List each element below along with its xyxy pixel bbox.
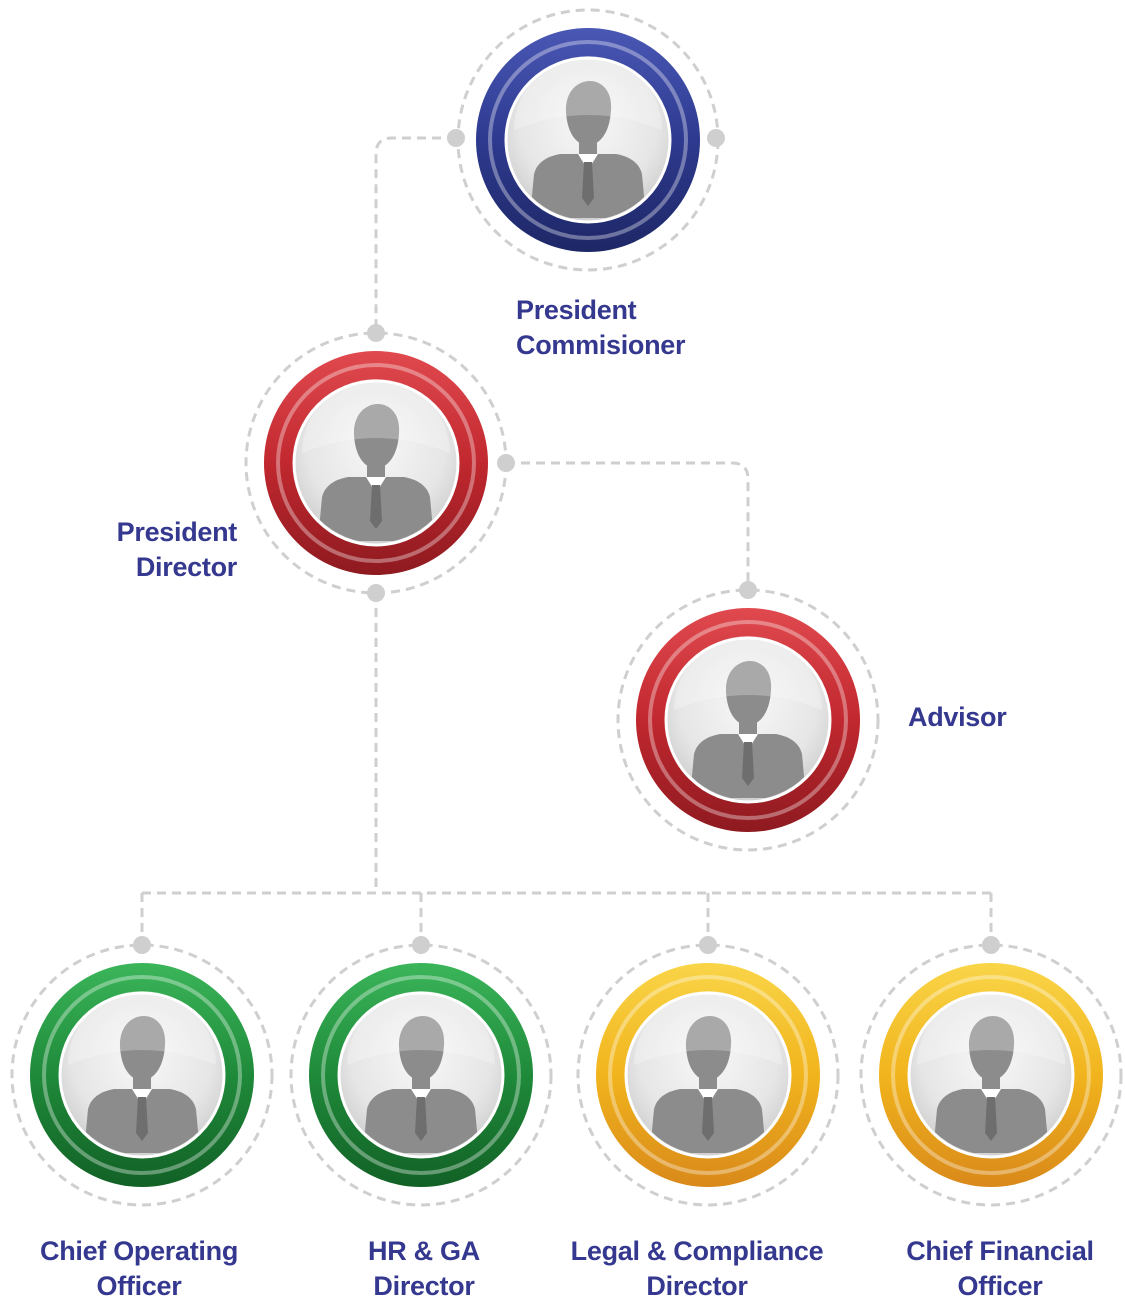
node-ring-bevel	[321, 975, 521, 1175]
node-halo	[859, 943, 1123, 1207]
label-line: Legal & Compliance	[570, 1236, 824, 1266]
node-advisor	[616, 588, 880, 852]
person-silhouette-icon	[84, 1015, 200, 1153]
label-line: Chief Financial	[906, 1236, 1094, 1266]
node-halo	[456, 8, 720, 272]
silhouette-tie	[985, 1097, 997, 1141]
silhouette-neck	[699, 1077, 717, 1091]
silhouette-head	[398, 1015, 445, 1081]
silhouette-head	[968, 1015, 1015, 1081]
silhouette-head	[565, 80, 612, 146]
label-line: Chief Operating	[39, 1236, 239, 1266]
silhouette-neck	[133, 1077, 151, 1091]
silhouette-head	[725, 660, 772, 726]
node-halo	[616, 588, 880, 852]
label-line: HR & GA	[368, 1236, 480, 1266]
connector-dot	[699, 936, 717, 954]
label-hr-ga-director: HR & GA Director	[368, 1234, 480, 1301]
node-gloss	[634, 991, 782, 1065]
label-line: Director	[135, 552, 237, 582]
node-president-commissioner	[456, 8, 720, 272]
label-advisor: Advisor	[908, 700, 1007, 735]
silhouette-tie	[370, 485, 382, 529]
label-line: President	[116, 517, 238, 547]
label-line: Officer	[96, 1271, 182, 1301]
node-ring-bevel	[42, 975, 242, 1175]
label-legal-compliance-director: Legal & Compliance Director	[571, 1234, 824, 1301]
person-silhouette-icon	[933, 1015, 1049, 1153]
node-chief-operating-officer	[10, 943, 274, 1207]
person-silhouette-icon	[318, 403, 434, 541]
silhouette-head	[119, 1015, 166, 1081]
connector-dot	[412, 936, 430, 954]
node-ring-bevel	[488, 40, 688, 240]
node-halo	[10, 943, 274, 1207]
silhouette-neck	[412, 1077, 430, 1091]
label-chief-financial-officer: Chief Financial Officer	[906, 1234, 1094, 1301]
node-halo	[289, 943, 553, 1207]
connector-line	[374, 136, 456, 333]
connector-dot	[367, 584, 385, 602]
node-gloss	[514, 56, 662, 131]
person-silhouette-icon	[690, 660, 806, 798]
silhouette-tie	[582, 162, 594, 206]
label-line: Director	[373, 1271, 475, 1301]
connector-dot	[447, 129, 465, 147]
node-gloss	[68, 991, 216, 1065]
silhouette-tie	[742, 742, 754, 786]
silhouette-neck	[367, 465, 385, 479]
label-line: Director	[646, 1271, 748, 1301]
connector-dot	[133, 936, 151, 954]
node-gloss	[674, 636, 822, 710]
label-president-director: President Director	[116, 515, 238, 585]
connector-dot	[739, 581, 757, 599]
label-president-commissioner: President Commisioner	[516, 293, 686, 363]
label-line: Officer	[957, 1271, 1043, 1301]
node-halo	[244, 331, 508, 595]
connector-dot	[367, 324, 385, 342]
silhouette-tie	[702, 1097, 714, 1141]
node-hr-ga-director	[289, 943, 553, 1207]
node-ring-bevel	[891, 975, 1091, 1175]
node-ring-bevel	[276, 363, 476, 563]
silhouette-neck	[579, 142, 597, 156]
silhouette-tie	[136, 1097, 148, 1141]
label-line: President	[516, 295, 637, 325]
person-silhouette-icon	[363, 1015, 479, 1153]
label-line: Commisioner	[516, 330, 686, 360]
node-gloss	[347, 991, 495, 1065]
silhouette-neck	[739, 722, 757, 736]
person-silhouette-icon	[650, 1015, 766, 1153]
node-gloss	[917, 991, 1065, 1065]
node-ring-bevel	[648, 620, 848, 820]
silhouette-head	[353, 403, 400, 469]
label-line: Advisor	[908, 702, 1007, 732]
node-ring-bevel	[608, 975, 808, 1175]
node-legal-compliance-director	[576, 943, 840, 1207]
node-president-director	[244, 331, 508, 595]
node-gloss	[302, 379, 450, 453]
connector-dot	[707, 129, 725, 147]
person-silhouette-icon	[530, 80, 646, 218]
connector-dot	[982, 936, 1000, 954]
node-halo	[576, 943, 840, 1207]
connector-line	[506, 461, 750, 590]
silhouette-tie	[415, 1097, 427, 1141]
silhouette-neck	[982, 1077, 1000, 1091]
node-chief-financial-officer	[859, 943, 1123, 1207]
silhouette-head	[685, 1015, 732, 1081]
label-chief-operating-officer: Chief Operating Officer	[40, 1234, 238, 1301]
